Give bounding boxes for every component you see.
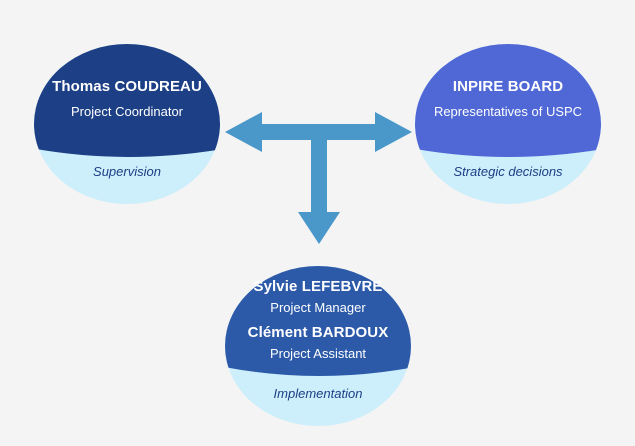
- board-bubble-dark: [415, 44, 601, 157]
- team-caption: Implementation: [273, 386, 363, 401]
- arrow-down: [298, 138, 340, 244]
- double-arrow-horizontal: [225, 112, 412, 152]
- assistant-name: Clément BARDOUX: [247, 324, 389, 341]
- board-bubble: [415, 44, 601, 204]
- board-name: INPIRE BOARD: [452, 78, 564, 95]
- manager-role: Project Manager: [270, 300, 366, 315]
- connector-arrows: [225, 112, 412, 244]
- board-caption: Strategic decisions: [453, 164, 563, 179]
- coordinator-caption: Supervision: [93, 164, 161, 179]
- board-role: Representatives of USPC: [433, 104, 583, 119]
- assistant-role: Project Assistant: [269, 346, 367, 361]
- coordinator-name: Thomas COUDREAU: [52, 78, 202, 95]
- coordinator-bubble: [34, 44, 220, 204]
- manager-name: Sylvie LEFEBVRE: [253, 278, 383, 295]
- coordinator-bubble-dark: [34, 44, 220, 157]
- coordinator-role: Project Coordinator: [71, 104, 183, 119]
